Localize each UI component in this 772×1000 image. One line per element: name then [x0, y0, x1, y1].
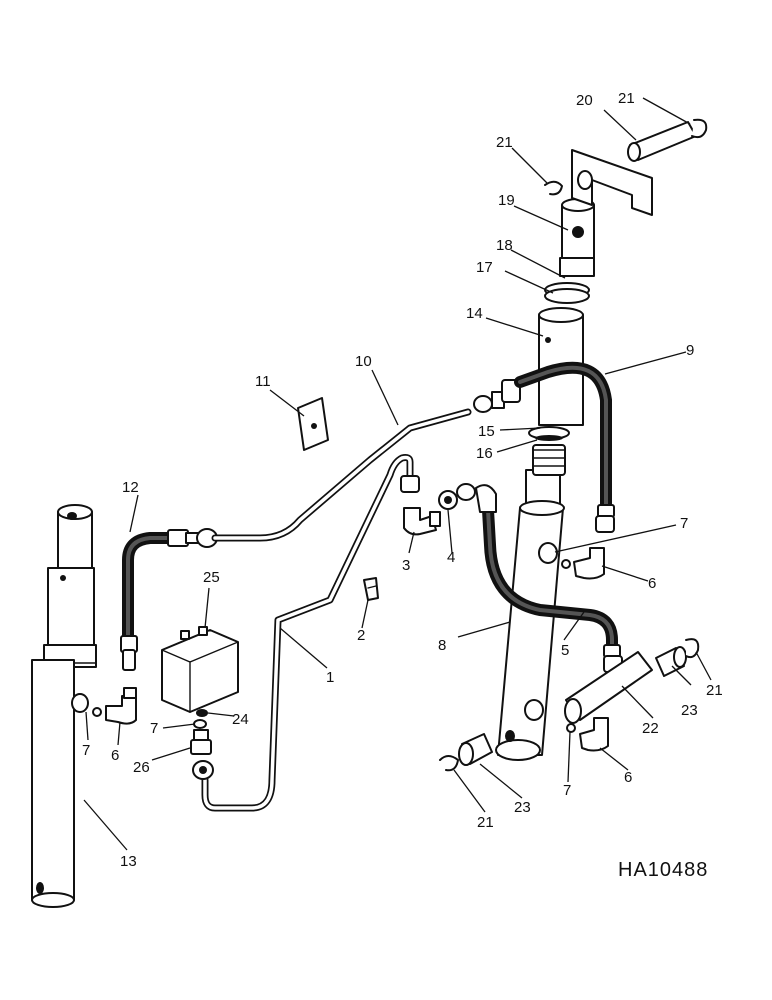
callout-20: 20 [576, 92, 593, 109]
fittings-3-4 [403, 483, 476, 536]
callout-6-upper-right: 6 [648, 575, 656, 592]
callout-8: 8 [438, 637, 446, 654]
hose-lower [475, 484, 623, 673]
drawing-code: HA10488 [618, 859, 708, 881]
callout-1: 1 [326, 669, 334, 686]
callout-11: 11 [255, 373, 271, 390]
callout-23-left: 23 [514, 799, 531, 816]
callout-4: 4 [447, 549, 455, 566]
callout-18: 18 [496, 237, 513, 254]
callout-24: 24 [232, 711, 249, 728]
top-bracket [544, 118, 708, 216]
hose-left [120, 528, 218, 671]
tube-clip [297, 397, 329, 451]
elbow-right-upper [538, 542, 605, 580]
callout-7-upper-right: 7 [680, 515, 688, 532]
upper-cylinder [528, 198, 595, 476]
callout-21-right: 21 [706, 682, 723, 699]
lower-pin [439, 638, 700, 772]
hose-right [514, 361, 615, 533]
callout-16: 16 [476, 445, 493, 462]
callout-9: 9 [686, 342, 694, 359]
callout-14: 14 [466, 305, 483, 322]
callout-7-valve: 7 [150, 720, 158, 737]
callout-10: 10 [355, 353, 372, 370]
callout-12: 12 [122, 479, 139, 496]
callout-21-top: 21 [618, 90, 635, 107]
valve-block [161, 626, 239, 713]
callout-25: 25 [203, 569, 220, 586]
callout-3: 3 [402, 557, 410, 574]
leader-lines [83, 97, 712, 851]
callout-6-left: 6 [111, 747, 119, 764]
callout-17: 17 [476, 259, 493, 276]
callout-5: 5 [561, 642, 569, 659]
right-cylinder-body [495, 469, 565, 761]
tube-long [201, 454, 420, 812]
callout-19: 19 [498, 192, 515, 209]
callout-21-upper: 21 [496, 134, 513, 151]
elbow-left [71, 687, 137, 725]
callout-22: 22 [642, 720, 659, 737]
callout-23-right: 23 [681, 702, 698, 719]
callout-13: 13 [120, 853, 137, 870]
callout-2: 2 [357, 627, 365, 644]
callout-7-lower-right: 7 [563, 782, 571, 799]
clip-small [363, 577, 379, 601]
callout-21-left: 21 [477, 814, 494, 831]
callout-6-lower-right: 6 [624, 769, 632, 786]
callout-26: 26 [133, 759, 150, 776]
left-cylinder [31, 504, 97, 908]
callout-7-left: 7 [82, 742, 90, 759]
tube-upper [211, 379, 521, 542]
callout-15: 15 [478, 423, 495, 440]
callout-numbers: 20 21 21 19 18 17 14 9 10 11 15 16 12 7 … [82, 90, 723, 870]
valve-fittings [190, 709, 214, 780]
